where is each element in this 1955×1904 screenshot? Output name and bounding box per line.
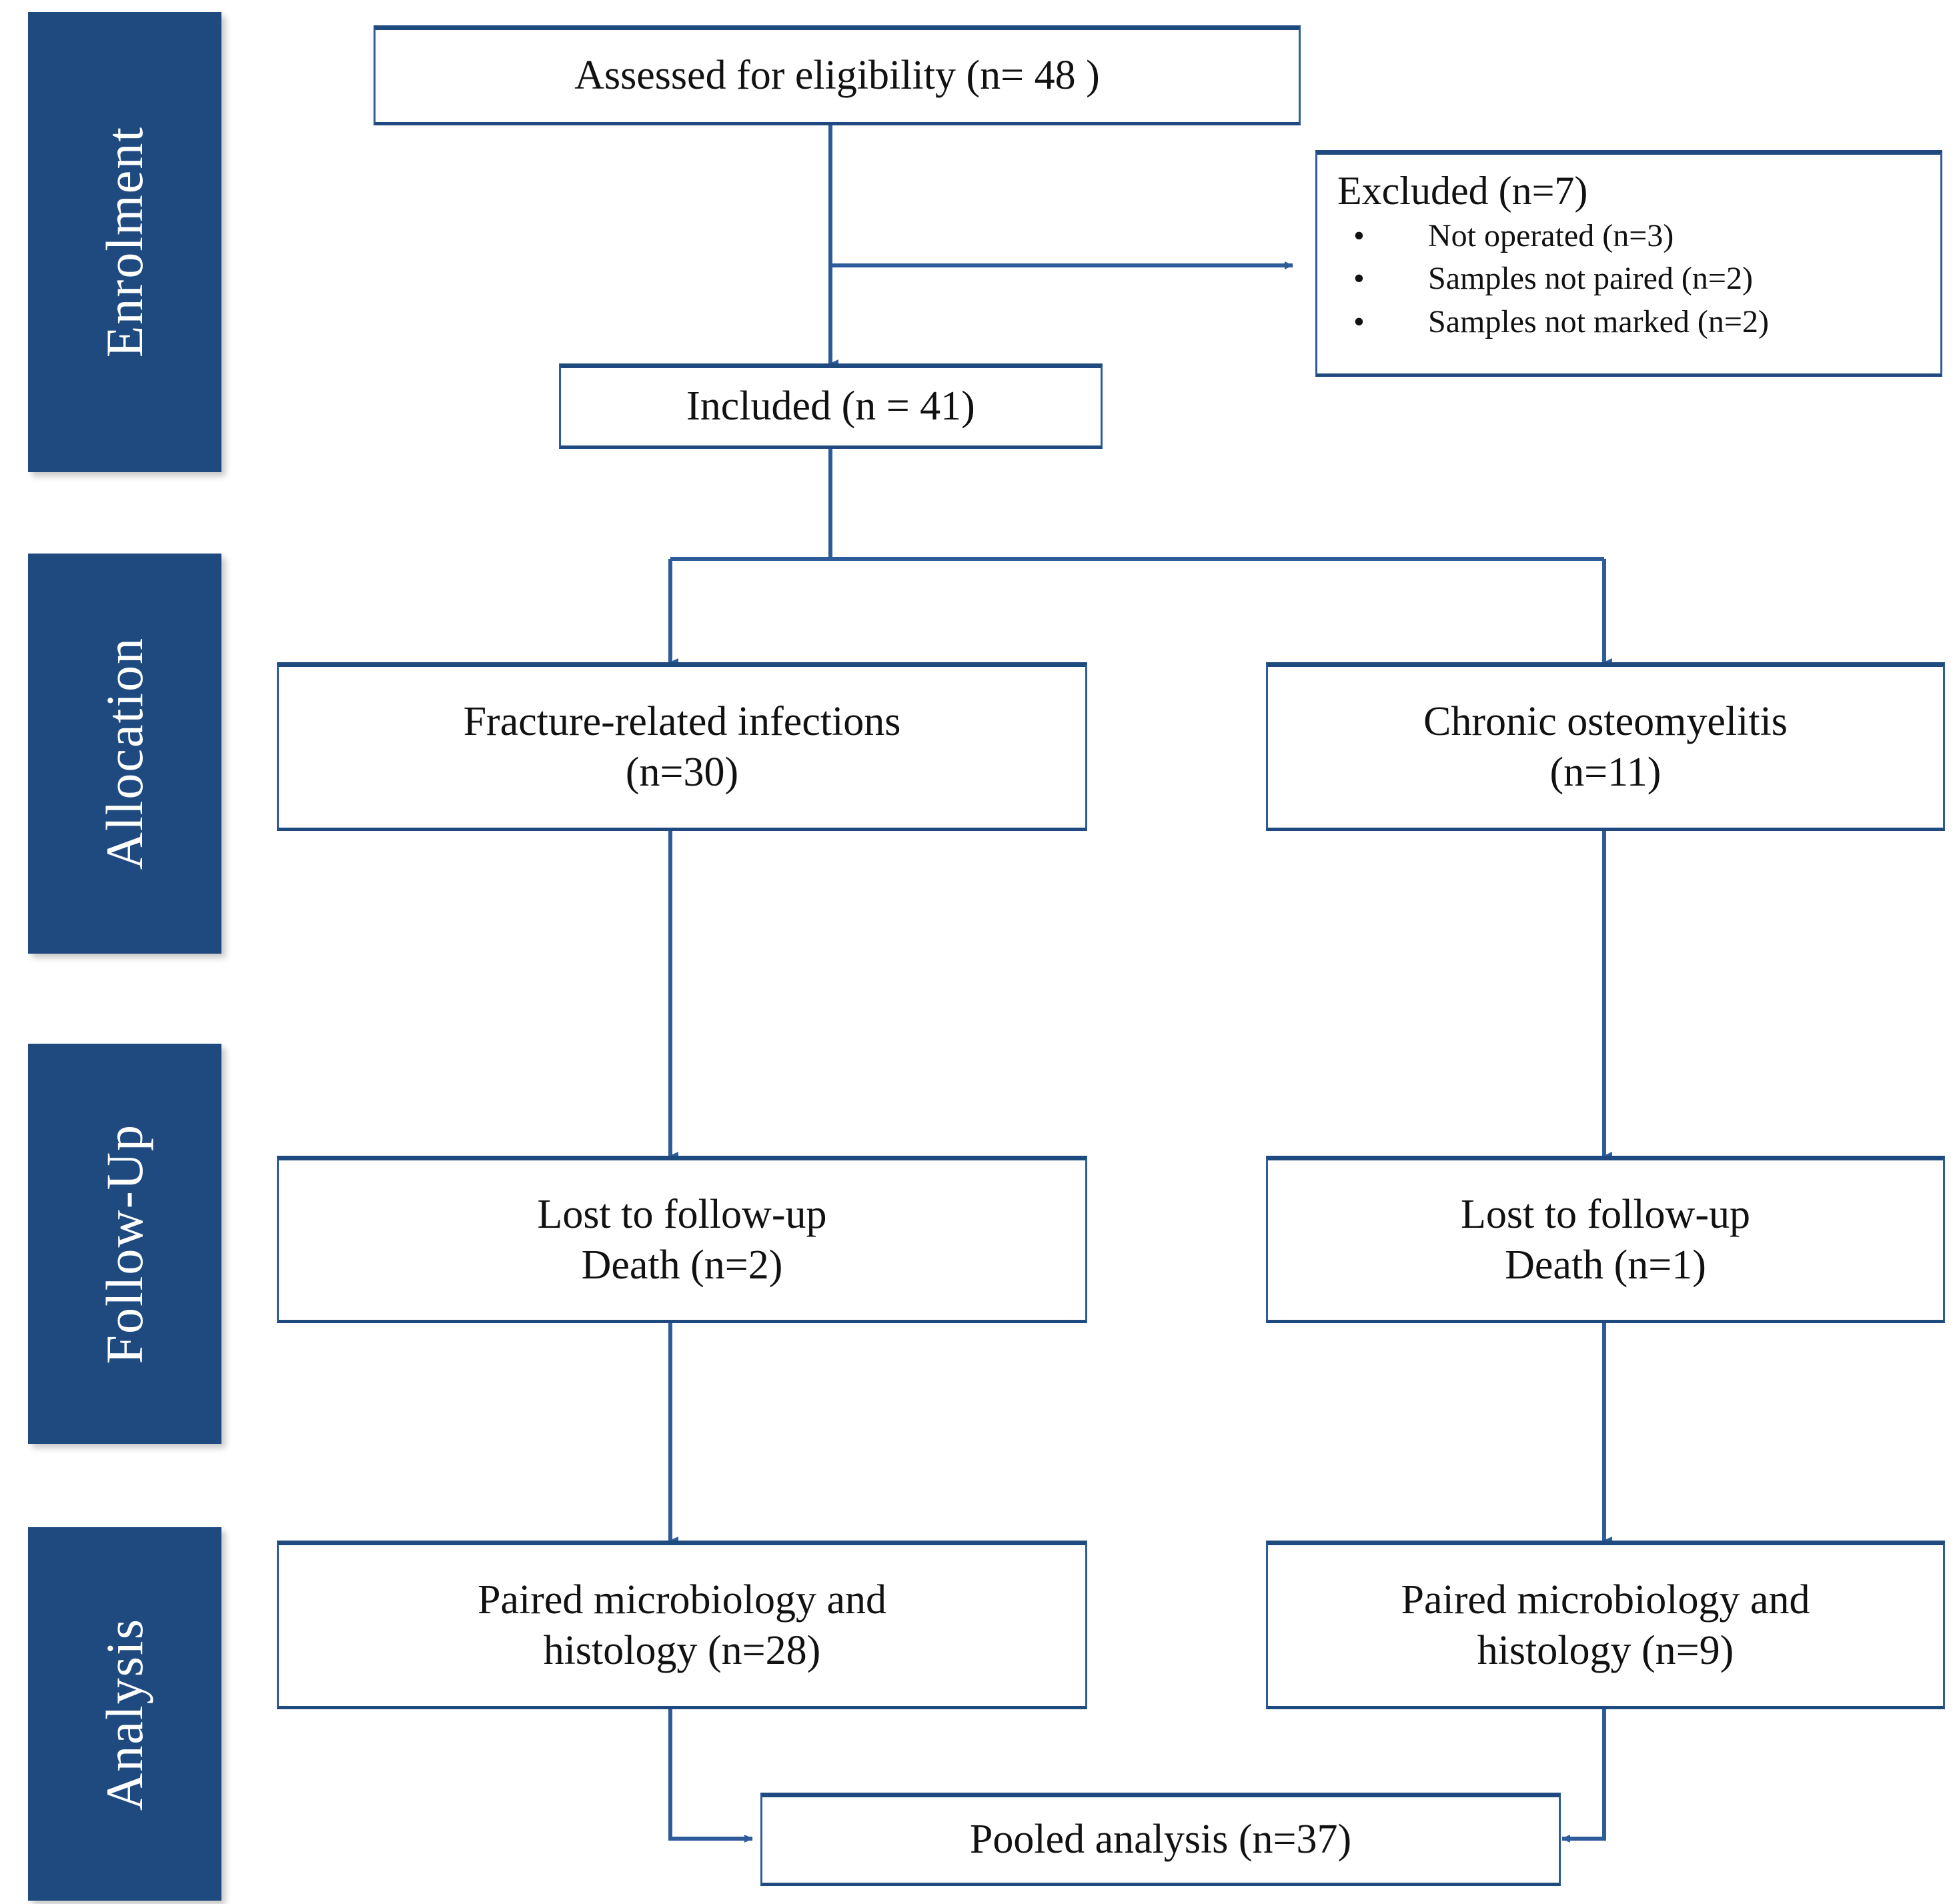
node-paired-micro-histology-left: Paired microbiology and histology (n=28) [277,1541,1087,1709]
node-lost-left-label: Lost to follow-up Death (n=2) [537,1191,827,1288]
list-item: • Not operated (n=3) [1335,215,1926,257]
node-paired-micro-histology-right: Paired microbiology and histology (n=9) [1266,1541,1945,1709]
node-chronic-osteomyelitis: Chronic osteomyelitis (n=11) [1266,662,1945,831]
bullet-icon: • [1353,303,1365,339]
stage-label-followup: Follow-Up [95,1123,153,1364]
excluded-reason-label: Samples not marked (n=2) [1428,303,1769,339]
node-included-label: Included (n = 41) [686,383,975,429]
excluded-reason-list: • Not operated (n=3) • Samples not paire… [1335,215,1926,343]
excluded-reason-label: Samples not paired (n=2) [1428,261,1753,297]
node-paired-right-label: Paired microbiology and histology (n=9) [1401,1577,1810,1673]
node-excluded: Excluded (n=7) • Not operated (n=3) • Sa… [1315,150,1942,377]
node-pooled-label: Pooled analysis (n=37) [969,1817,1352,1863]
bullet-icon: • [1353,261,1365,297]
stage-bar-analysis: Analysis [28,1527,221,1901]
node-pooled-analysis: Pooled analysis (n=37) [760,1793,1561,1886]
node-assessed-for-eligibility: Assessed for eligibility (n= 48 ) [374,25,1301,125]
node-com-label: Chronic osteomyelitis (n=11) [1423,698,1788,795]
excluded-reason-label: Not operated (n=3) [1428,218,1674,253]
excluded-title: Excluded (n=7) [1337,169,1588,213]
node-lost-to-followup-left: Lost to follow-up Death (n=2) [277,1156,1087,1323]
stage-label-allocation: Allocation [95,637,153,870]
node-fracture-related-infections: Fracture-related infections (n=30) [277,662,1087,831]
list-item: • Samples not marked (n=2) [1335,301,1926,343]
node-fri-label: Fracture-related infections (n=30) [463,698,901,795]
list-item: • Samples not paired (n=2) [1335,258,1926,299]
bullet-icon: • [1353,218,1365,253]
node-lost-right-label: Lost to follow-up Death (n=1) [1461,1191,1750,1288]
node-paired-left-label: Paired microbiology and histology (n=28) [478,1577,886,1673]
stage-bar-followup: Follow-Up [28,1044,221,1444]
node-assessed-label: Assessed for eligibility (n= 48 ) [574,53,1100,99]
stage-label-analysis: Analysis [95,1617,153,1811]
stage-bar-enrolment: Enrolment [28,12,221,472]
node-lost-to-followup-right: Lost to follow-up Death (n=1) [1266,1156,1945,1323]
stage-bar-allocation: Allocation [28,554,221,954]
node-included: Included (n = 41) [559,363,1103,449]
stage-label-enrolment: Enrolment [95,126,153,358]
